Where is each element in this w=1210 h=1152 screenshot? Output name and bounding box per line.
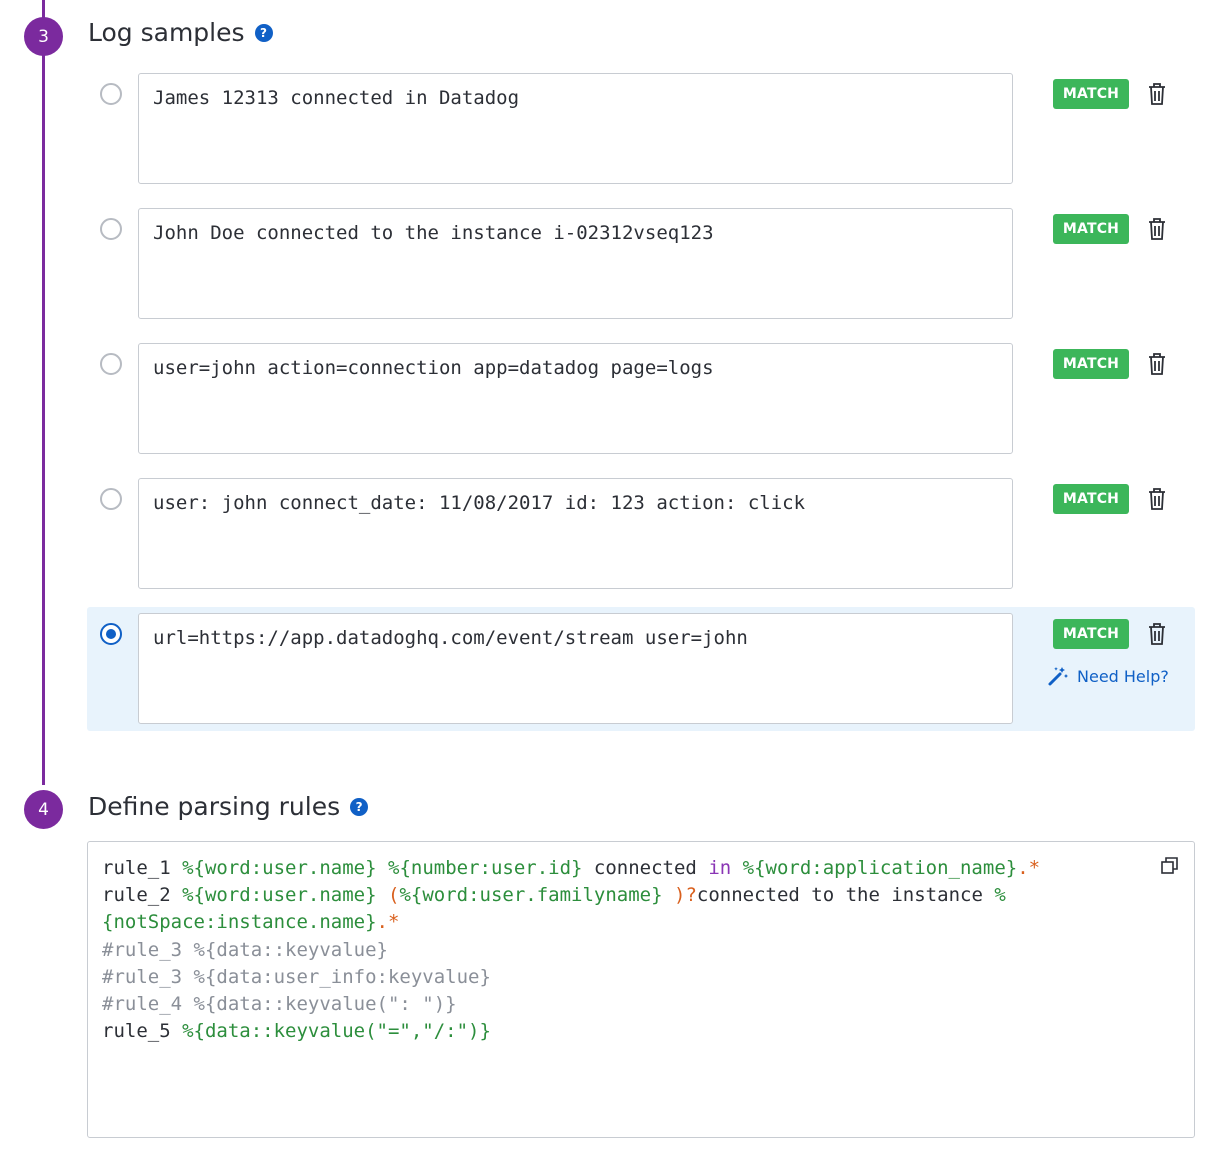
log-sample-row: user: john connect_date: 11/08/2017 id: …: [87, 478, 1195, 602]
log-sample-row-selected: url=https://app.datadoghq.com/event/stre…: [87, 607, 1195, 731]
step-number-4: 4: [24, 790, 63, 829]
sample-input-2[interactable]: John Doe connected to the instance i-023…: [138, 208, 1013, 319]
parsing-rules-editor[interactable]: rule_1 %{word:user.name} %{number:user.i…: [87, 841, 1195, 1138]
trash-icon[interactable]: [1145, 351, 1169, 377]
magic-wand-icon: [1048, 667, 1068, 686]
help-icon[interactable]: ?: [350, 797, 369, 816]
rule-comment-2: #rule_3 %{data:user_info:keyvalue}: [102, 965, 491, 988]
need-help-label: Need Help?: [1077, 666, 1169, 686]
trash-icon[interactable]: [1145, 486, 1169, 512]
log-samples-title: Log samples: [88, 18, 245, 47]
match-badge: MATCH: [1053, 619, 1129, 649]
rule-line-2-wrap: {notSpace:instance.name}.*: [102, 911, 400, 934]
rule-line-1: rule_1 %{word:user.name} %{number:user.i…: [102, 857, 1041, 879]
sample-input-4[interactable]: user: john connect_date: 11/08/2017 id: …: [138, 478, 1013, 589]
help-icon[interactable]: ?: [254, 23, 273, 42]
trash-icon[interactable]: [1145, 81, 1169, 107]
rule-line-2: rule_2 %{word:user.name} (%{word:user.fa…: [102, 884, 1006, 907]
match-badge: MATCH: [1053, 484, 1129, 514]
section-title-parsing-rules: Define parsing rules ?: [88, 792, 369, 821]
parsing-rules-title: Define parsing rules: [88, 792, 341, 821]
need-help-link[interactable]: Need Help?: [1047, 665, 1169, 687]
sample-radio-2[interactable]: [100, 218, 122, 240]
trash-icon[interactable]: [1145, 621, 1169, 647]
copy-icon[interactable]: [1160, 856, 1180, 876]
sample-radio-5[interactable]: [100, 623, 122, 645]
match-badge: MATCH: [1053, 214, 1129, 244]
match-badge: MATCH: [1053, 349, 1129, 379]
step-connector-line: [42, 0, 45, 785]
sample-radio-3[interactable]: [100, 353, 122, 375]
log-sample-row: James 12313 connected in Datadog MATCH: [87, 73, 1195, 197]
rule-line-5: rule_5 %{data::keyvalue("=","/:")}: [102, 1020, 491, 1043]
match-badge: MATCH: [1053, 79, 1129, 109]
sample-input-5[interactable]: url=https://app.datadoghq.com/event/stre…: [138, 613, 1013, 724]
sample-input-3[interactable]: user=john action=connection app=datadog …: [138, 343, 1013, 454]
rule-comment-1: #rule_3 %{data::keyvalue}: [102, 938, 388, 961]
step-number-3: 3: [24, 17, 63, 56]
sample-radio-1[interactable]: [100, 83, 122, 105]
trash-icon[interactable]: [1145, 216, 1169, 242]
rule-comment-3: #rule_4 %{data::keyvalue(": ")}: [102, 993, 457, 1016]
log-sample-row: user=john action=connection app=datadog …: [87, 343, 1195, 467]
sample-input-1[interactable]: James 12313 connected in Datadog: [138, 73, 1013, 184]
sample-radio-4[interactable]: [100, 488, 122, 510]
section-title-log-samples: Log samples ?: [88, 18, 273, 47]
log-sample-row: John Doe connected to the instance i-023…: [87, 208, 1195, 332]
